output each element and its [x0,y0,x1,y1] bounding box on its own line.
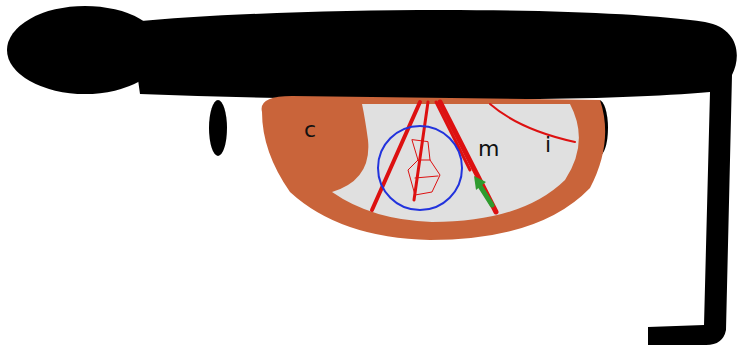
fish-body [130,10,737,345]
part-label: m [478,138,499,160]
organ-outline [262,96,606,240]
fish-head [7,6,163,94]
lumen [332,104,579,222]
blue-circle [378,126,462,210]
part-label: i [545,134,551,156]
part-label: c [304,119,316,141]
fin [209,100,227,156]
green-arrowhead [474,176,486,190]
green-arrow [480,186,492,205]
